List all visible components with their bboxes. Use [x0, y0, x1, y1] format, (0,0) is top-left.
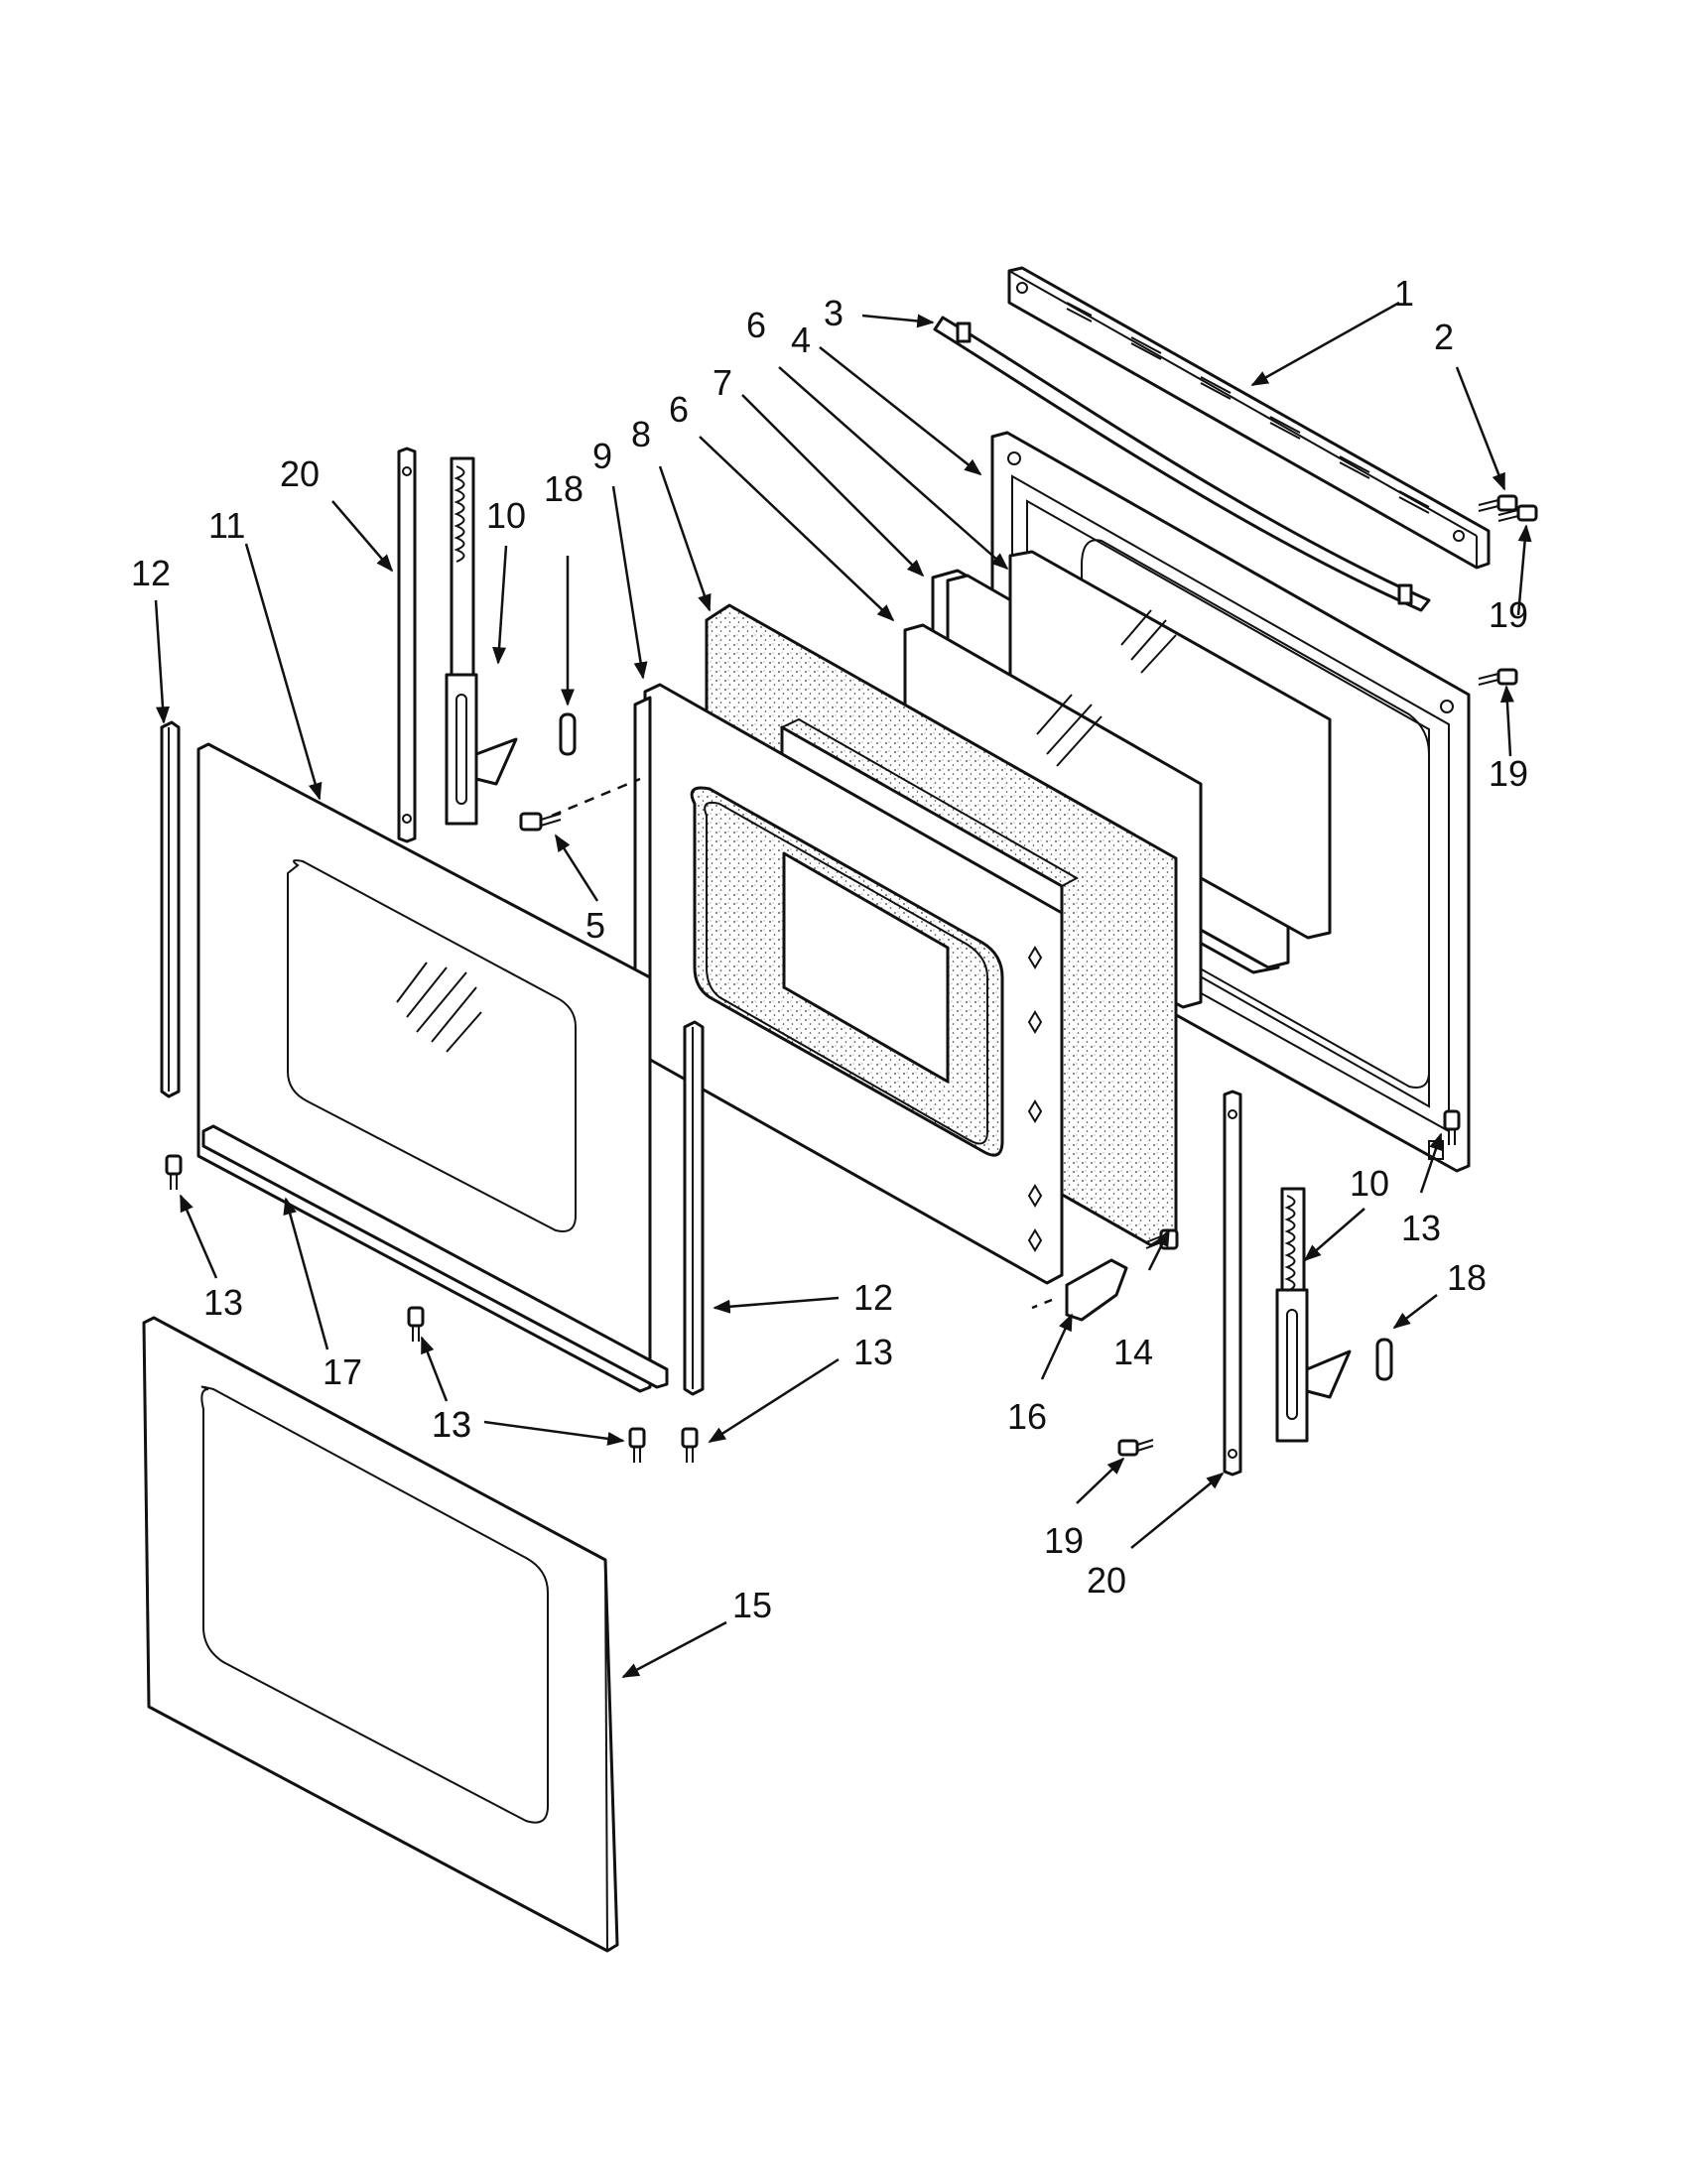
- callout-6b: 6: [669, 389, 689, 430]
- callout-labels: 1 2 3 4 6 7 6 8 9 18 10 20 11 12 19 19 5…: [131, 273, 1528, 1625]
- callout-19c: 19: [1044, 1520, 1084, 1561]
- callout-1: 1: [1394, 273, 1414, 314]
- part-hinge-clip-left: [559, 712, 577, 756]
- part-hinge-receiver-left: [397, 447, 417, 843]
- callout-13a: 13: [203, 1282, 243, 1323]
- screw-5: [519, 812, 562, 832]
- part-side-trim-left: [160, 720, 181, 1098]
- screw-13-a: [165, 1154, 183, 1190]
- callout-13e: 13: [1401, 1208, 1441, 1248]
- callout-19b: 19: [1489, 753, 1528, 794]
- callout-16: 16: [1007, 1396, 1047, 1437]
- callout-8: 8: [631, 414, 651, 454]
- callout-14: 14: [1113, 1332, 1153, 1372]
- callout-10b: 10: [1350, 1163, 1389, 1204]
- part-hinge-left: [445, 456, 518, 826]
- part-bottom-trim: [201, 1124, 669, 1389]
- part-outer-door-frame: [196, 742, 652, 1393]
- callout-13b: 13: [432, 1404, 471, 1445]
- callout-10a: 10: [486, 495, 526, 536]
- callout-4: 4: [791, 320, 811, 360]
- screw-19-right: [1478, 668, 1518, 686]
- callout-19a: 19: [1489, 594, 1528, 635]
- callout-12b: 12: [853, 1277, 893, 1318]
- callout-2: 2: [1434, 317, 1454, 357]
- screw-13-c: [628, 1427, 646, 1463]
- screws: [165, 494, 1538, 1463]
- screw-13-e: [1443, 1109, 1461, 1145]
- callout-17: 17: [323, 1351, 362, 1392]
- callout-20a: 20: [280, 453, 320, 494]
- callout-15: 15: [732, 1585, 772, 1625]
- screw-19-bottom: [1117, 1439, 1154, 1457]
- callout-18a: 18: [544, 468, 584, 509]
- callout-3: 3: [824, 293, 844, 333]
- callout-7: 7: [713, 362, 732, 403]
- part-side-trim-right: [683, 1020, 705, 1396]
- callout-20b: 20: [1087, 1560, 1126, 1601]
- callout-5: 5: [585, 905, 605, 946]
- callout-11: 11: [208, 505, 245, 546]
- screw-2b: [1497, 504, 1538, 522]
- callout-18b: 18: [1447, 1257, 1487, 1298]
- part-door-liner: [633, 683, 1064, 1285]
- part-hinge-clip-right: [1375, 1338, 1393, 1381]
- part-vent-trim: [1007, 266, 1491, 570]
- screw-2a: [1478, 494, 1518, 512]
- callout-12a: 12: [131, 553, 171, 593]
- callout-13c: 13: [853, 1332, 893, 1372]
- part-bracket: [1065, 1258, 1128, 1322]
- screw-13-b: [407, 1306, 425, 1342]
- part-outer-door-panel: [142, 1316, 619, 1953]
- leader-lines: [154, 301, 1532, 1679]
- part-hinge-receiver-right: [1223, 1090, 1242, 1477]
- callout-9: 9: [592, 436, 612, 476]
- callout-13d: 13: [432, 1404, 471, 1445]
- part-door-handle: [933, 316, 1431, 612]
- part-hinge-right: [1275, 1187, 1352, 1443]
- screw-13-d: [681, 1427, 699, 1463]
- callout-6a: 6: [746, 305, 766, 345]
